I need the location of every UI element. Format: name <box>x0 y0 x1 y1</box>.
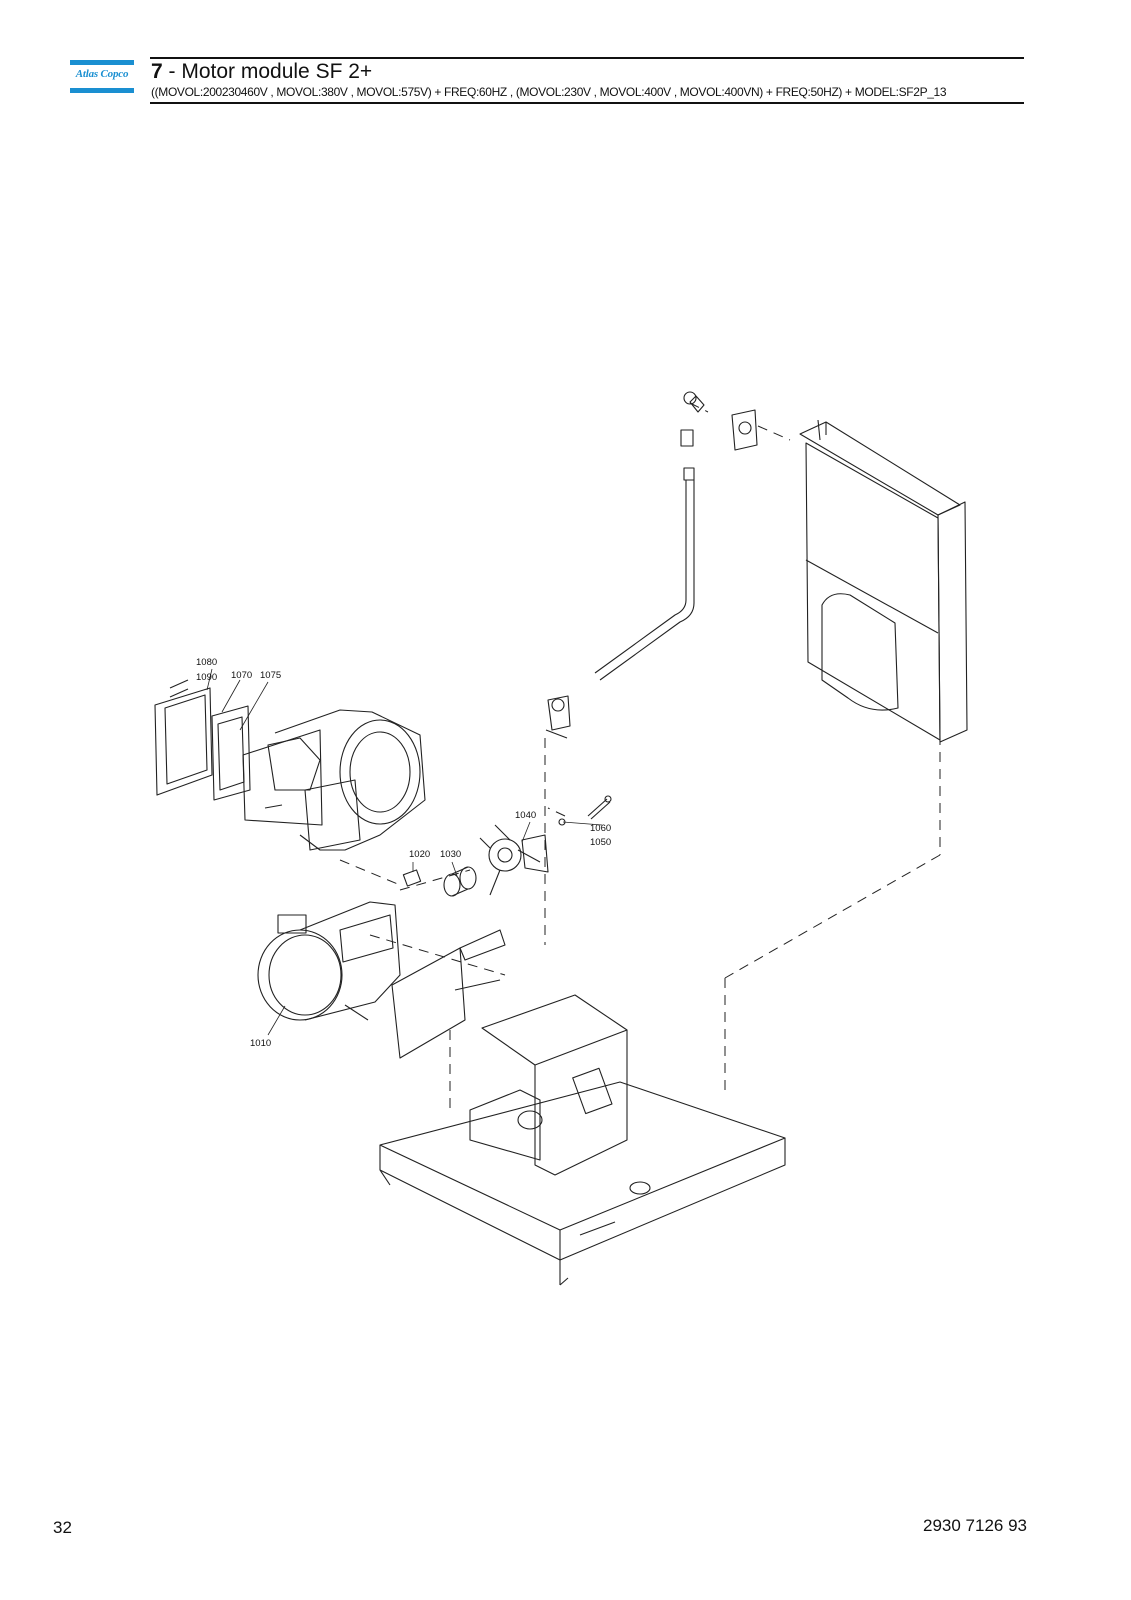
document-number: 2930 7126 93 <box>923 1516 1027 1535</box>
assembly-guide-lines <box>339 402 941 1115</box>
page-number: 32 <box>53 1518 72 1537</box>
pipe-assembly <box>545 391 705 739</box>
section-title: - Motor module SF 2+ <box>162 60 373 83</box>
header-rule-top <box>150 57 1024 59</box>
cover-plate-assembly <box>154 679 251 801</box>
header-rule-bottom <box>150 102 1024 104</box>
page-title: 7 - Motor module SF 2+ <box>151 60 372 84</box>
callout-1020: 1020 <box>409 849 430 860</box>
section-number: 7 <box>151 60 163 83</box>
callout-1070: 1070 <box>231 670 252 681</box>
page-subtitle: ((MOVOL:200230460V , MOVOL:380V , MOVOL:… <box>151 85 947 99</box>
compressor-element <box>242 709 426 851</box>
motor-mounting-bracket <box>391 929 506 1059</box>
callout-1075: 1075 <box>260 670 281 681</box>
logo-bar-top <box>70 60 134 65</box>
bolt-and-washer <box>558 795 612 826</box>
callout-1010: 1010 <box>250 1038 271 1049</box>
logo-wordmark: Atlas Copco <box>75 68 129 80</box>
coupling-parts <box>402 866 477 897</box>
atlas-copco-logo: Atlas Copco <box>70 60 134 94</box>
callout-1060: 1060 <box>590 823 611 834</box>
flange-gasket <box>731 409 758 451</box>
callout-1080: 1080 <box>196 657 217 668</box>
callout-1050: 1050 <box>590 837 611 848</box>
callout-labels: 1080 1090 1070 1075 1040 1060 1050 1020 … <box>196 657 611 1049</box>
logo-bar-bottom <box>70 88 134 93</box>
callout-1090: 1090 <box>196 672 217 683</box>
cooler-housing <box>799 419 968 743</box>
electric-motor <box>257 901 401 1021</box>
callout-1030: 1030 <box>440 849 461 860</box>
callout-1040: 1040 <box>515 810 536 821</box>
base-frame <box>379 994 786 1286</box>
cooling-fan <box>479 824 549 896</box>
callout-leaders <box>206 668 603 1036</box>
